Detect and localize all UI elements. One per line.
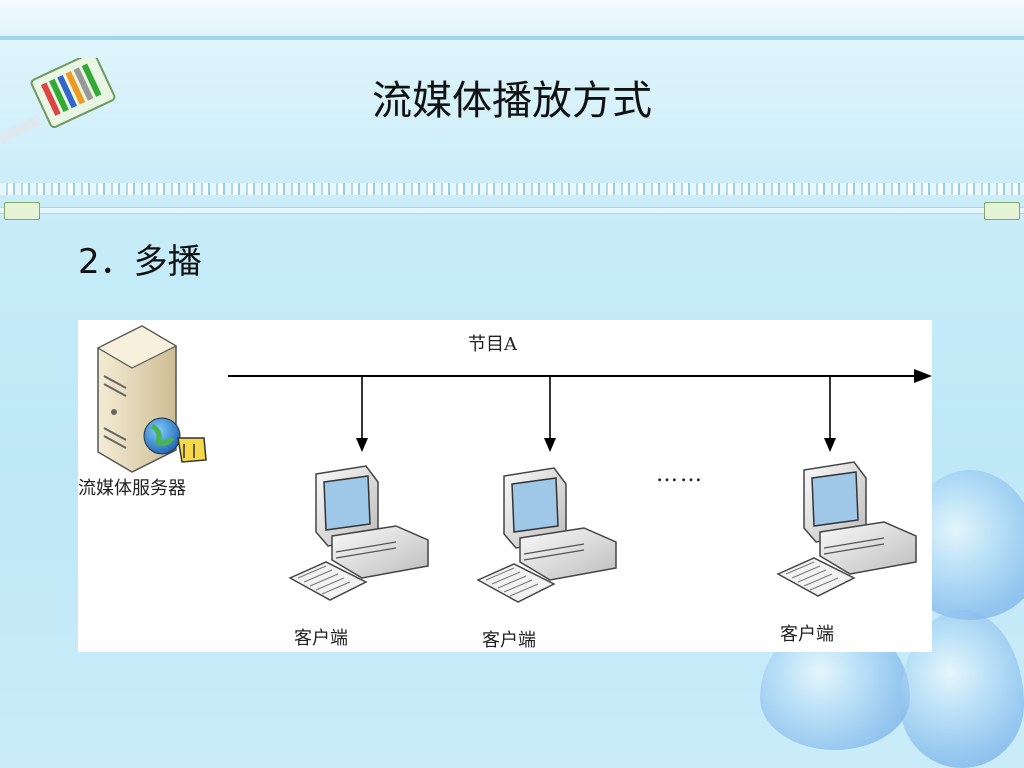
branch-arrow (356, 376, 368, 452)
client-label: 客户端 (482, 630, 536, 651)
program-label: 节目A (468, 334, 517, 355)
ornament-band (0, 183, 1024, 195)
program-stream-line (228, 369, 932, 383)
client-computer-icon (777, 461, 917, 597)
top-rule (0, 36, 1024, 40)
server-label: 流媒体服务器 (78, 478, 186, 499)
connector-icon-left (4, 202, 40, 220)
page-title: 流媒体播放方式 (372, 78, 652, 124)
connector-icon-right (984, 202, 1020, 220)
branch-arrow (824, 376, 836, 452)
client-computer-icon (477, 467, 617, 603)
client-label: 客户端 (294, 628, 348, 649)
top-band (0, 0, 1024, 40)
network-cable-icon (0, 58, 116, 145)
diagram-drawing (96, 325, 932, 603)
client-label: 客户端 (780, 624, 834, 645)
branch-arrow (544, 376, 556, 452)
multicast-diagram: 节目A 流媒体服务器 …… 客户端 客户端 客户端 (78, 320, 932, 652)
client-computer-icon (289, 465, 429, 601)
divider-rule (0, 207, 1024, 214)
server-icon (96, 325, 207, 473)
section-heading: 2．多播 (78, 242, 202, 282)
ellipsis: …… (656, 462, 704, 487)
